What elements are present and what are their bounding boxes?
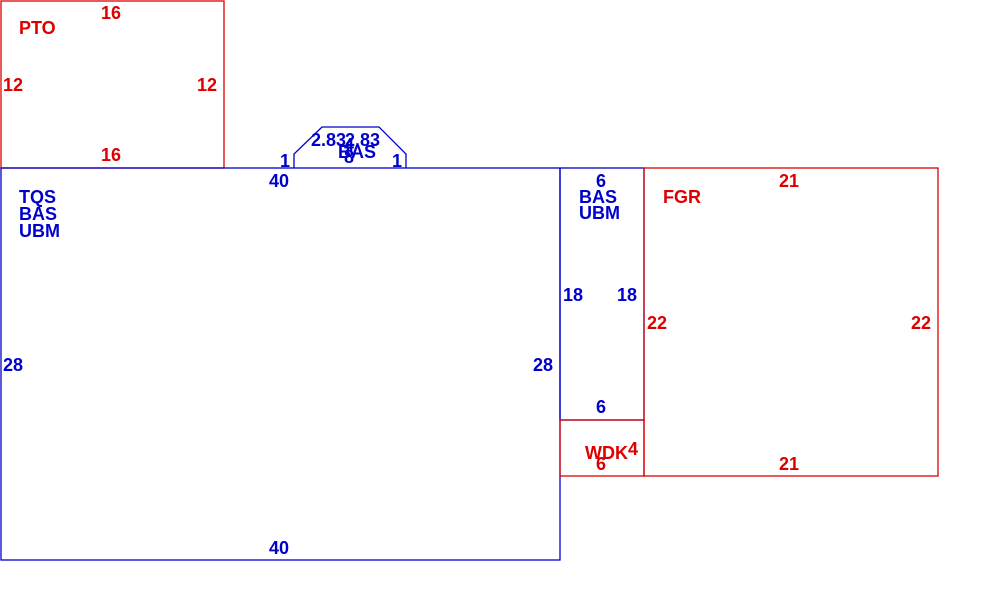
pto-dim-top: 16 bbox=[101, 3, 121, 23]
addition-dim-bottom: 6 bbox=[596, 397, 606, 417]
pto-dim-right: 12 bbox=[197, 75, 217, 95]
main-dim-top: 40 bbox=[269, 171, 289, 191]
main-dim-left: 28 bbox=[3, 355, 23, 375]
addition-code-label-1: BAS bbox=[579, 187, 617, 207]
fgr-dim-top: 21 bbox=[779, 171, 799, 191]
fgr-dim-bottom: 21 bbox=[779, 454, 799, 474]
main-outline bbox=[0, 167, 561, 561]
bay-dim-diag-left: 2.83 bbox=[311, 130, 346, 150]
bay-dim-depth: 8 bbox=[344, 147, 354, 167]
fgr-outline bbox=[643, 167, 939, 477]
main-code-label-3: UBM bbox=[19, 221, 60, 241]
bay-dim-front: 4 bbox=[344, 135, 354, 155]
wdk-dim-right: 4 bbox=[628, 439, 638, 459]
addition-area: BAS UBM 6 6 18 18 bbox=[559, 167, 645, 421]
pto-dim-left: 12 bbox=[3, 75, 23, 95]
fgr-dim-right: 22 bbox=[911, 313, 931, 333]
bay-dim-side-left: 1 bbox=[280, 151, 290, 171]
pto-dim-bottom: 16 bbox=[101, 145, 121, 165]
bay-area: 2.83 2.83 4 BAS 8 1 1 bbox=[280, 126, 407, 171]
addition-code-label-2: UBM bbox=[579, 203, 620, 223]
main-code-label-1: TQS bbox=[19, 187, 56, 207]
addition-dim-left: 18 bbox=[563, 285, 583, 305]
bay-code-label: BAS bbox=[338, 142, 376, 162]
main-dim-bottom: 40 bbox=[269, 538, 289, 558]
wdk-area: WDK 4 6 bbox=[559, 419, 645, 477]
main-dim-right: 28 bbox=[533, 355, 553, 375]
main-code-label-2: BAS bbox=[19, 204, 57, 224]
wdk-code-label: WDK bbox=[585, 443, 628, 463]
fgr-area: FGR 21 21 22 22 bbox=[643, 167, 939, 477]
main-area: TQS BAS UBM 40 40 28 28 bbox=[0, 167, 561, 561]
bay-outline bbox=[293, 126, 407, 168]
pto-area: PTO 16 16 12 12 bbox=[0, 0, 225, 169]
bay-dim-diag-right: 2.83 bbox=[345, 130, 380, 150]
addition-dim-right: 18 bbox=[617, 285, 637, 305]
bay-dim-side-right: 1 bbox=[392, 151, 402, 171]
addition-dim-top: 6 bbox=[596, 171, 606, 191]
wdk-dim-bottom: 6 bbox=[596, 454, 606, 474]
pto-code-label: PTO bbox=[19, 18, 56, 38]
fgr-dim-left: 22 bbox=[647, 313, 667, 333]
fgr-code-label: FGR bbox=[663, 187, 701, 207]
